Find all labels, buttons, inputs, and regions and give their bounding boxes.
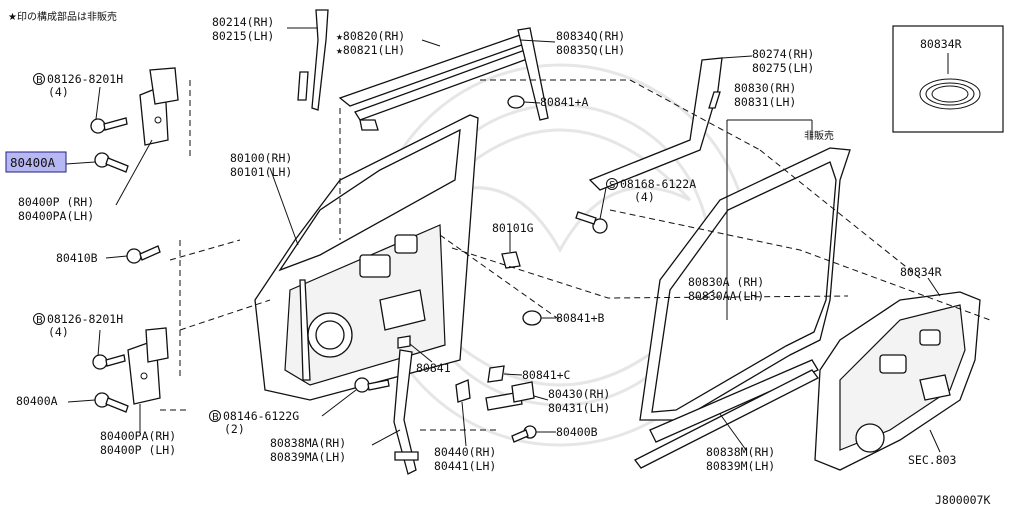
bolt-08168 xyxy=(575,211,608,234)
label-80841[interactable]: 80841 xyxy=(416,361,451,375)
label-80820[interactable]: ★80820(RH) xyxy=(336,29,405,43)
label-80274[interactable]: 80274(RH) xyxy=(752,47,814,61)
label-08168[interactable]: 08168-6122A xyxy=(620,177,696,191)
sash-80274 xyxy=(588,57,723,191)
glass-run-80838ma xyxy=(393,349,419,475)
label-80831[interactable]: 80831(LH) xyxy=(734,95,796,109)
label-80835q[interactable]: 80835Q(LH) xyxy=(556,43,625,57)
circle-b-bot: B xyxy=(36,315,43,326)
label-80275[interactable]: 80275(LH) xyxy=(752,61,814,75)
plug-80841a xyxy=(507,95,525,109)
label-80440[interactable]: 80440(RH) xyxy=(434,445,496,459)
label-80215[interactable]: 80215(LH) xyxy=(212,29,274,43)
plug-80841c xyxy=(487,365,505,383)
door-trim-80834r xyxy=(814,291,981,471)
weatherstrip-80830 xyxy=(639,147,851,443)
plug-80841 xyxy=(397,335,411,349)
label-80839m[interactable]: 80839M(LH) xyxy=(706,459,775,473)
label-80400a[interactable]: 80400A xyxy=(16,394,58,408)
bolt-08126-top xyxy=(90,117,128,134)
diagram-code: J800007K xyxy=(935,493,990,507)
bolt-80400b xyxy=(511,425,537,443)
label-80841c[interactable]: 80841+C xyxy=(522,368,571,382)
circle-s-08168: S xyxy=(609,180,615,191)
plug-80841b xyxy=(522,310,542,326)
label-80101[interactable]: 80101(LH) xyxy=(230,165,292,179)
bolt-08146 xyxy=(354,377,390,393)
label-80834q[interactable]: 80834Q(RH) xyxy=(556,29,625,43)
label-80400pa-lh[interactable]: 80400PA(LH) xyxy=(18,209,94,223)
label-08168-qty: (4) xyxy=(634,190,655,204)
label-80400pa-rh[interactable]: 80400PA(RH) xyxy=(100,429,176,443)
circle-b-08146: B xyxy=(212,412,219,423)
label-80838m[interactable]: 80838M(RH) xyxy=(706,445,775,459)
inset-label: 80834R xyxy=(920,37,962,51)
label-80830a[interactable]: 80830A (RH) xyxy=(688,275,764,289)
sash-80214 xyxy=(297,9,329,111)
label-08126-top[interactable]: 08126-8201H xyxy=(47,72,123,86)
bolt-80400a-top xyxy=(94,152,129,173)
label-80441[interactable]: 80441(LH) xyxy=(434,459,496,473)
label-80100[interactable]: 80100(RH) xyxy=(230,151,292,165)
bolt-80400a-bot xyxy=(94,392,129,413)
label-80838ma[interactable]: 80838MA(RH) xyxy=(270,436,346,450)
moulding-80820 xyxy=(338,27,549,131)
bolt-08126-bot xyxy=(92,354,126,370)
circle-b-top: B xyxy=(36,75,43,86)
inset-80834r: 80834R xyxy=(892,25,1004,133)
upper-hinge xyxy=(139,67,179,146)
door-check-80430 xyxy=(485,381,535,411)
lower-hinge xyxy=(127,327,169,405)
label-80101g[interactable]: 80101G xyxy=(492,221,534,235)
moulding-80838m xyxy=(634,369,819,469)
label-80841a[interactable]: 80841+A xyxy=(540,95,589,109)
label-80400b[interactable]: 80400B xyxy=(556,425,598,439)
label-80410b[interactable]: 80410B xyxy=(56,251,98,265)
header-note: ★印の構成部品は非販売 xyxy=(8,10,117,23)
label-80214[interactable]: 80214(RH) xyxy=(212,15,274,29)
label-80400a-highlighted[interactable]: 80400A xyxy=(10,155,56,170)
label-80834r[interactable]: 80834R xyxy=(900,265,942,279)
label-80400p-rh[interactable]: 80400P (RH) xyxy=(18,195,94,209)
label-08146[interactable]: 08146-6122G xyxy=(223,409,299,423)
grommet-80101g xyxy=(501,251,521,269)
label-80830aa[interactable]: 80830AA(LH) xyxy=(688,289,764,303)
stopper-80440 xyxy=(455,379,471,403)
label-80841b[interactable]: 80841+B xyxy=(556,311,605,325)
bolt-80410b xyxy=(126,245,161,264)
label-80400p-lh[interactable]: 80400P (LH) xyxy=(100,443,176,457)
label-sec803[interactable]: SEC.803 xyxy=(908,453,957,467)
label-80430[interactable]: 80430(RH) xyxy=(548,387,610,401)
highlight-80400a xyxy=(5,151,67,173)
label-08126-bot-qty: (4) xyxy=(48,325,69,339)
label-80821[interactable]: ★80821(LH) xyxy=(336,43,405,57)
label-not-for-sale: 非販売 xyxy=(804,129,834,142)
label-08146-qty: (2) xyxy=(224,422,245,436)
label-08126-top-qty: (4) xyxy=(48,85,69,99)
label-80431[interactable]: 80431(LH) xyxy=(548,401,610,415)
label-08126-bot[interactable]: 08126-8201H xyxy=(47,312,123,326)
label-80830[interactable]: 80830(RH) xyxy=(734,81,796,95)
label-80839ma[interactable]: 80839MA(LH) xyxy=(270,450,346,464)
